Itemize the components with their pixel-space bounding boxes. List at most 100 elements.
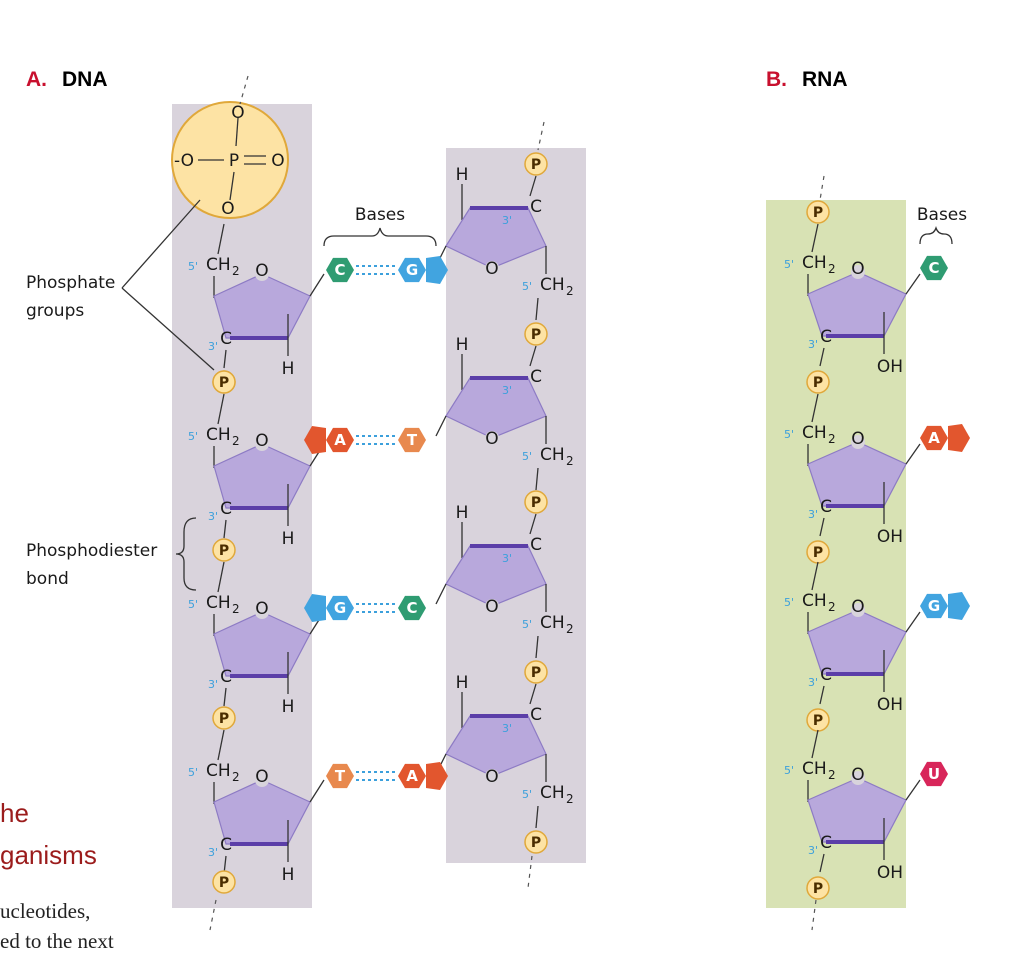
rna-nucleotide-4-oh: OH [877, 863, 903, 883]
dna-left-nucleotide-2-sugar [213, 443, 311, 509]
dna-right-nucleotide-1-ch2: CH [540, 275, 565, 295]
dna-right-phosphate-5 [524, 830, 548, 854]
rna-nucleotide-3-ch2-sub: 2 [828, 600, 836, 614]
dna-left-nucleotide-1-ch2-prime: 5' [188, 260, 198, 273]
svg-text:G: G [928, 597, 940, 615]
dna-right-phosphate-3-label: P [531, 495, 541, 511]
dna-left-nucleotide-4-h: H [282, 865, 295, 885]
dna-right-nucleotide-4-ch2-sub: 2 [566, 792, 574, 806]
dna-left-nucleotide-3-ch2-prime: 5' [188, 598, 198, 611]
rna-nucleotide-4-ch2-prime: 5' [784, 764, 794, 777]
bg-body-line1: ucleotides, [0, 899, 90, 923]
dna-right-nucleotide-2-ring-o: O [485, 429, 498, 449]
dna-left-nucleotide-2-c3: C [220, 499, 232, 519]
rna-nucleotide-2-ring-o: O [851, 429, 864, 449]
rna-phosphate-top [806, 200, 830, 224]
rna-nucleotide-1-ch2-prime: 5' [784, 258, 794, 271]
dna-right-phosphate-1-label: P [531, 157, 541, 173]
dna-bases-label: Bases [323, 205, 437, 247]
dna-left-nucleotide-1-3prime: 3' [208, 340, 218, 353]
rna-base-2: A [920, 424, 970, 452]
dna-right-phosphate-2 [524, 322, 548, 346]
bg-body-line2: ed to the next [0, 929, 114, 953]
rna-nucleotide-4-ch2-sub: 2 [828, 768, 836, 782]
dna-right-nucleotide-1-ch2-sub: 2 [566, 284, 574, 298]
dna-left-phosphate-top-label: P [219, 375, 229, 391]
svg-text:A: A [406, 767, 418, 785]
dna-right-nucleotide-1-c3: C [530, 197, 542, 217]
dna-right-nucleotide-3-ch2: CH [540, 613, 565, 633]
rna-nucleotide-4-ring-o: O [851, 765, 864, 785]
dna-left-base-2: A [304, 426, 354, 454]
dna-left-nucleotide-1-c3: C [220, 329, 232, 349]
bg-heading-line2: ganisms [0, 840, 97, 870]
dna-right-phosphate-3 [524, 490, 548, 514]
rna-base-3: G [920, 592, 970, 620]
dna-right-nucleotide-3-5prime: 5' [522, 618, 532, 631]
rna-nucleotide-1-c3: C [820, 327, 832, 347]
dna-left-nucleotide-4-ch2: CH [206, 761, 231, 781]
phosphodiester-bond-label: Phosphodiester bond [26, 517, 197, 591]
dna-left-nucleotide-3-ch2-sub: 2 [232, 602, 240, 616]
rna-nucleotide-1-3prime: 3' [808, 338, 818, 351]
svg-text:A: A [928, 429, 940, 447]
rna-phosphate-1 [806, 370, 830, 394]
dna-left-nucleotide-4-3prime: 3' [208, 846, 218, 859]
dna-right-nucleotide-4-c3: C [530, 705, 542, 725]
rna-nucleotide-2-oh: OH [877, 527, 903, 547]
dna-left-nucleotide-4-ch2-prime: 5' [188, 766, 198, 779]
dna-right-nucleotide-4-h: H [456, 673, 469, 693]
dna-left-base-1: C [326, 257, 354, 283]
rna-nucleotide-1-sugar [807, 271, 907, 337]
rna-bases-text: Bases [917, 205, 967, 225]
dna-left-nucleotide-3-c3: C [220, 667, 232, 687]
dna-left-nucleotide-3-3prime: 3' [208, 678, 218, 691]
dna-left-nucleotide-2-h: H [282, 529, 295, 549]
svg-text:G: G [334, 599, 346, 617]
rna-nucleotide-1-oh: OH [877, 357, 903, 377]
svg-text:G: G [406, 261, 418, 279]
dna-left-nucleotide-1-ch2-sub: 2 [232, 264, 240, 278]
panel-b-title: RNA [802, 68, 848, 91]
dna-right-nucleotide-2-3prime: 3' [502, 384, 512, 397]
rna-nucleotide-2-3prime: 3' [808, 508, 818, 521]
dna-right-nucleotide-3-3prime: 3' [502, 552, 512, 565]
panel-a-title: DNA [62, 68, 108, 91]
dna-right-base-2: T [398, 427, 426, 453]
rna-nucleotide-1-ring-o: O [851, 259, 864, 279]
dna-left-nucleotide-4-c3: C [220, 835, 232, 855]
dna-left-nucleotide-3-h: H [282, 697, 295, 717]
dna-right-nucleotide-4-5prime: 5' [522, 788, 532, 801]
svg-text:C: C [928, 259, 939, 277]
svg-text:T: T [335, 767, 346, 785]
svg-text:C: C [334, 261, 345, 279]
phosphate-label-line1: Phosphate [26, 273, 115, 293]
rna-bases-label: Bases [917, 205, 967, 245]
diester-brace [175, 517, 197, 591]
svg-text:T: T [407, 431, 418, 449]
phosphate-o-bottom: O [221, 199, 234, 219]
dna-left-phosphate-3 [212, 706, 236, 730]
dna-right-phosphate-2-label: P [531, 327, 541, 343]
dna-left-nucleotide-4-ch2-sub: 2 [232, 770, 240, 784]
panel-a-letter: A. [26, 68, 47, 91]
rna-nucleotide-3-sugar [807, 609, 907, 675]
rna-nucleotide-2-ch2-sub: 2 [828, 432, 836, 446]
dna-left-nucleotide-2-3prime: 3' [208, 510, 218, 523]
rna-nucleotide-3-ring-o: O [851, 597, 864, 617]
bg-heading-line1: he [0, 798, 29, 828]
dna-right-base-1: G [398, 256, 448, 284]
rna-nucleotide-3-3prime: 3' [808, 676, 818, 689]
dna-left-nucleotide-4-sugar [213, 779, 311, 845]
phosphate-label-line2: groups [26, 301, 84, 321]
phosphate-o-top: O [231, 103, 244, 123]
dna-left-nucleotide-1-h: H [282, 359, 295, 379]
rna-nucleotide-2-sugar [807, 441, 907, 507]
rna-nucleotide-2-ch2-prime: 5' [784, 428, 794, 441]
rna-phosphate-4-label: P [813, 881, 823, 897]
rna-nucleotide-2-ch2: CH [802, 423, 827, 443]
rna-nucleotide-1-ch2: CH [802, 253, 827, 273]
dna-right-base-4: A [398, 762, 448, 790]
dna-right-nucleotide-4-ch2: CH [540, 783, 565, 803]
rna-nucleotide-1-ch2-sub: 2 [828, 262, 836, 276]
